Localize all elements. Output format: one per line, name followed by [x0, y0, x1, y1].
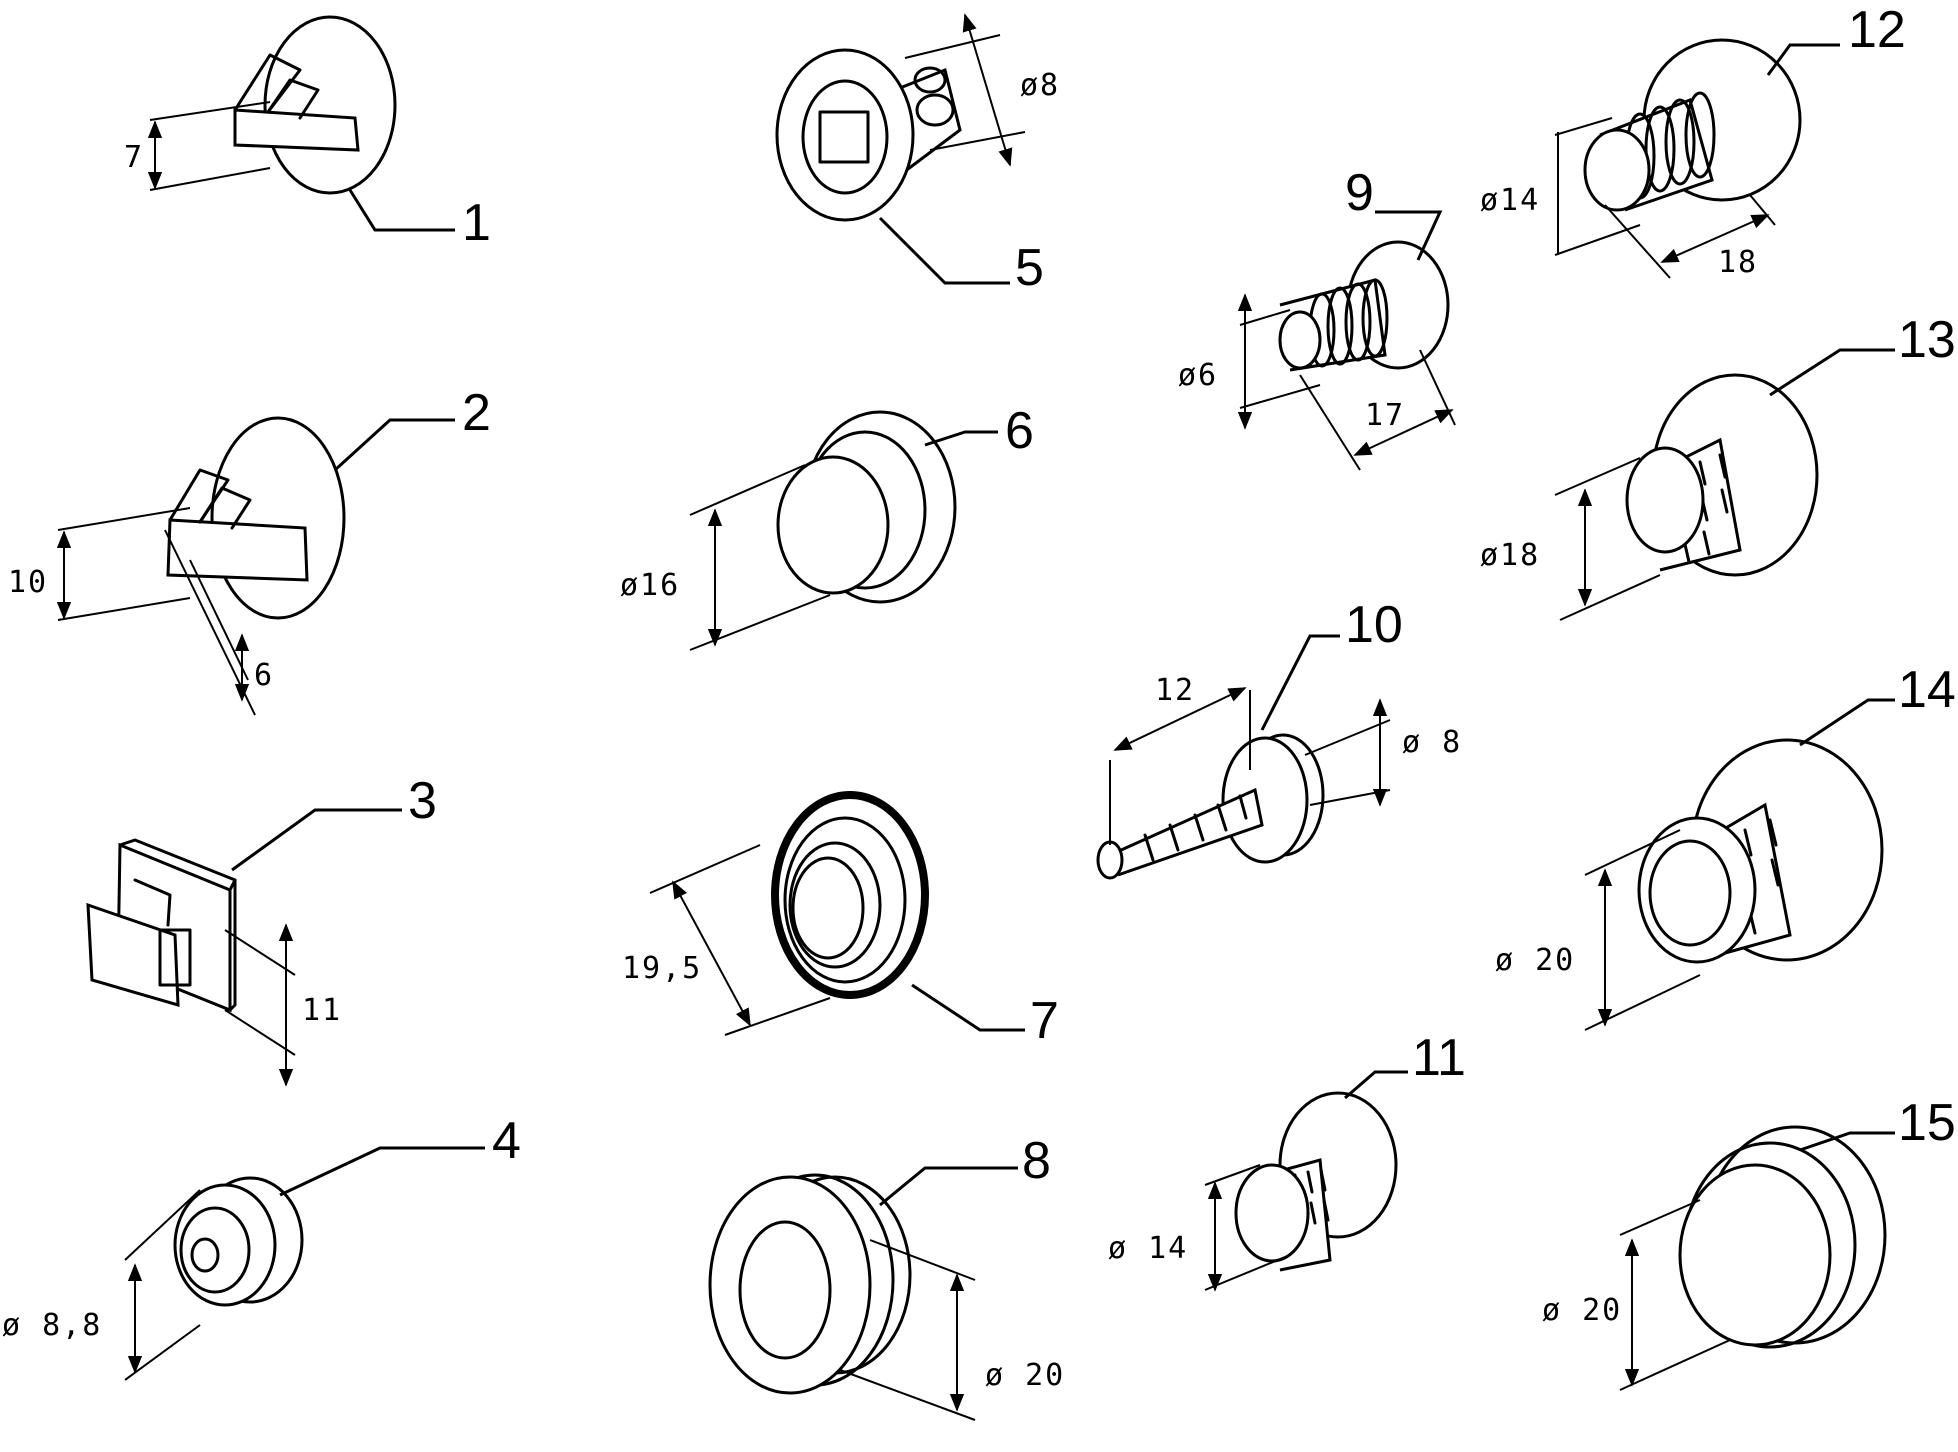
part-9-number: 9: [1345, 164, 1374, 222]
part-1-number: 1: [462, 194, 491, 252]
part-10-dim-diameter: ø 8: [1402, 725, 1462, 760]
part-6-cap-plug: ø16 6: [620, 402, 1034, 651]
part-4-dim: ø 8,8: [2, 1308, 102, 1343]
part-14-large-barbed-fastener: ø 20 14: [1495, 661, 1956, 1031]
part-8-open-grommet: ø 20 8: [708, 1132, 1065, 1421]
part-13-barbed-fastener: ø18 13: [1480, 311, 1956, 621]
part-12-dim-diameter: ø14: [1480, 183, 1540, 218]
part-15-dome-cap: ø 20 15: [1542, 1094, 1956, 1391]
part-1-dim: 7: [124, 140, 144, 175]
part-15-number: 15: [1898, 1094, 1956, 1152]
part-7-number: 7: [1030, 992, 1059, 1050]
part-6-dim: ø16: [620, 568, 680, 603]
part-8-number: 8: [1022, 1132, 1051, 1190]
part-9-dim-length: 17: [1365, 398, 1405, 433]
part-3-clip-nut: 11 3: [86, 772, 437, 1087]
part-13-number: 13: [1898, 311, 1956, 369]
part-3-dim: 11: [302, 993, 342, 1028]
part-14-dim: ø 20: [1495, 943, 1575, 978]
part-11-number: 11: [1412, 1029, 1466, 1087]
part-1-wedge-clip: 7 1: [124, 15, 491, 252]
part-7-grommet: 19,5 7: [622, 791, 1059, 1050]
part-5-dim: ø8: [1020, 68, 1060, 103]
part-2-number: 2: [462, 384, 491, 442]
part-11-dim: ø 14: [1108, 1231, 1188, 1266]
part-10-number: 10: [1345, 596, 1403, 654]
part-9-ribbed-stud: ø6 17 9: [1178, 164, 1456, 471]
part-11-barbed-plug: ø 14 11: [1108, 1029, 1466, 1292]
part-7-dim: 19,5: [622, 951, 702, 986]
part-4-small-plug: ø 8,8 4: [2, 1112, 521, 1381]
part-4-number: 4: [492, 1112, 521, 1170]
part-2-dim-height: 10: [8, 565, 48, 600]
part-5-flanged-bushing: ø8 5: [775, 13, 1060, 297]
part-2-wedge-clip: 10 6 2: [8, 384, 491, 716]
part-10-dim-length: 12: [1155, 673, 1195, 708]
part-15-dim: ø 20: [1542, 1293, 1622, 1328]
part-14-number: 14: [1898, 661, 1956, 719]
part-10-threaded-screw: 12 ø 8 10: [1096, 596, 1462, 880]
part-12-ribbed-rivet: ø14 18 12: [1480, 1, 1906, 280]
part-12-number: 12: [1848, 1, 1906, 59]
part-2-dim-gap: 6: [254, 658, 274, 693]
part-8-dim: ø 20: [985, 1358, 1065, 1393]
part-13-dim: ø18: [1480, 538, 1540, 573]
part-12-dim-length: 18: [1718, 245, 1758, 280]
part-9-dim-diameter: ø6: [1178, 358, 1218, 393]
part-5-number: 5: [1015, 239, 1044, 297]
part-3-number: 3: [408, 772, 437, 830]
part-6-number: 6: [1005, 402, 1034, 460]
